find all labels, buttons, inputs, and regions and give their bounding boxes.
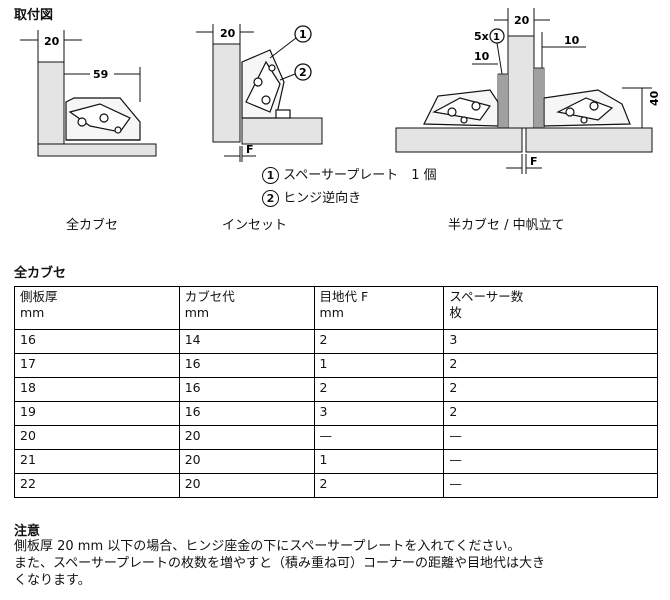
- table-cell: 20: [14, 425, 180, 450]
- table-cell: 20: [178, 425, 315, 450]
- legend-item-1: 1 スペーサープレート 1 個: [262, 164, 437, 184]
- table-cell: 2: [443, 377, 658, 402]
- table-cell: 2: [443, 401, 658, 426]
- table-cell: 22: [14, 473, 180, 498]
- table-cell: 2: [443, 353, 658, 378]
- dim-59-label: 59: [93, 68, 108, 81]
- table-cell: 21: [14, 449, 180, 474]
- table-cell: —: [443, 473, 658, 498]
- table-cell: 17: [14, 353, 180, 378]
- dim-20-label: 20: [44, 35, 60, 48]
- svg-text:1: 1: [493, 32, 500, 43]
- caption-inset: インセット: [222, 218, 288, 233]
- legend-item-2: 2 ヒンジ逆向き: [262, 187, 361, 207]
- table-cell: —: [443, 449, 658, 474]
- legend-text: ヒンジ逆向き: [283, 191, 362, 206]
- table-cell: 3: [313, 401, 445, 426]
- svg-text:2: 2: [299, 66, 307, 79]
- table-cell: 1: [313, 353, 445, 378]
- table-cell: 16: [178, 353, 315, 378]
- table-cell: 2: [313, 329, 445, 354]
- svg-text:10: 10: [474, 50, 490, 63]
- note-line: 側板厚 20 mm 以下の場合、ヒンジ座金の下にスペーサープレートを入れてくださ…: [14, 539, 521, 554]
- table-cell: 16: [14, 329, 180, 354]
- legend-text: スペーサープレート 1 個: [283, 168, 437, 183]
- col-header: スペーサー数枚: [443, 286, 658, 330]
- table-cell: 16: [178, 401, 315, 426]
- svg-text:5x: 5x: [474, 30, 489, 43]
- note-body: 側板厚 20 mm 以下の場合、ヒンジ座金の下にスペーサープレートを入れてくださ…: [14, 538, 664, 589]
- note-line: くなります。: [14, 573, 91, 588]
- table-cell: —: [443, 425, 658, 450]
- callout-1-icon: 1: [262, 167, 279, 184]
- table-cell: 18: [14, 377, 180, 402]
- inset-diagram: 20 1 2 F: [196, 24, 323, 162]
- svg-text:40: 40: [648, 90, 660, 106]
- table-cell: 1: [313, 449, 445, 474]
- note-line: また、スペーサープレートの枚数を増やすと（積み重ね可）コーナーの距離や目地代は大…: [14, 556, 546, 571]
- table-cell: 20: [178, 473, 315, 498]
- table-cell: 16: [178, 377, 315, 402]
- callout-2-icon: 2: [262, 190, 279, 207]
- table-cell: —: [313, 425, 445, 450]
- table-cell: 20: [178, 449, 315, 474]
- svg-text:10: 10: [564, 34, 580, 47]
- hinge-icon: [543, 89, 631, 127]
- table-cell: 2: [313, 473, 445, 498]
- caption-half-overlay: 半カブセ / 中帆立て: [448, 218, 565, 233]
- full-overlay-diagram: 20 59: [20, 30, 157, 157]
- caption-full-overlay: 全カブセ: [66, 218, 119, 233]
- hinge-icon: [423, 89, 499, 127]
- hinge-icon: [65, 97, 141, 141]
- hinge-icon: [241, 49, 291, 119]
- svg-text:F: F: [246, 143, 254, 156]
- table-cell: 14: [178, 329, 315, 354]
- svg-text:F: F: [530, 155, 538, 168]
- table-cell: 3: [443, 329, 658, 354]
- half-overlay-diagram: 20 5x 1 10 10 40 F: [395, 8, 660, 174]
- table-cell: 19: [14, 401, 180, 426]
- note-title: 注意: [14, 524, 41, 539]
- svg-text:20: 20: [514, 14, 530, 27]
- svg-text:20: 20: [220, 27, 236, 40]
- table-cell: 2: [313, 377, 445, 402]
- table-title: 全カブセ: [14, 266, 67, 281]
- svg-text:1: 1: [299, 28, 307, 41]
- section-title: 取付図: [14, 8, 54, 23]
